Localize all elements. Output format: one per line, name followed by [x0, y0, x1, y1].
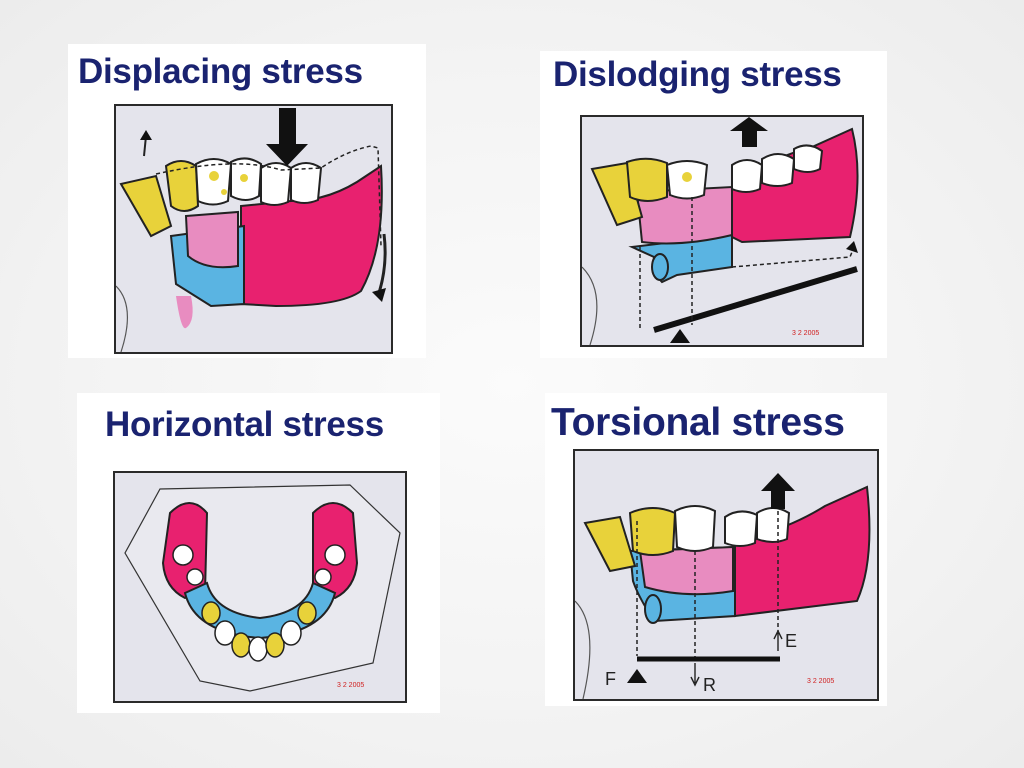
label-e: E	[785, 631, 797, 651]
panel-title: Horizontal stress	[105, 405, 384, 444]
panel-horizontal-stress: Horizontal stress 3 2 2005	[77, 393, 440, 713]
horizontal-stress-diagram: 3 2 2005	[113, 471, 407, 703]
panel-torsional-stress: Torsional stress F R	[545, 393, 887, 706]
up-arrow	[761, 473, 795, 509]
denture-base	[734, 485, 871, 618]
torsional-stress-diagram: F R E 3 2 2005	[573, 449, 879, 701]
label-r: R	[703, 675, 716, 695]
denture-base	[240, 164, 383, 308]
panel-title: Torsional stress	[551, 401, 845, 444]
panel-dislodging-stress: Dislodging stress 3 2 2005	[540, 51, 887, 358]
up-arrow	[730, 117, 768, 147]
lever-bar	[653, 266, 858, 333]
panel-title: Displacing stress	[78, 52, 363, 91]
date-stamp: 3 2 2005	[792, 330, 819, 337]
front-teeth	[201, 601, 317, 662]
panel-displacing-stress: Displacing stress	[68, 44, 426, 358]
down-arrow	[266, 108, 308, 166]
displacing-stress-diagram	[114, 104, 393, 354]
tooth	[164, 160, 200, 212]
date-stamp: 3 2 2005	[337, 682, 364, 689]
dislodging-stress-diagram: 3 2 2005	[580, 115, 864, 347]
label-f: F	[605, 669, 616, 689]
date-stamp: 3 2 2005	[807, 678, 834, 685]
panel-title: Dislodging stress	[553, 55, 842, 94]
